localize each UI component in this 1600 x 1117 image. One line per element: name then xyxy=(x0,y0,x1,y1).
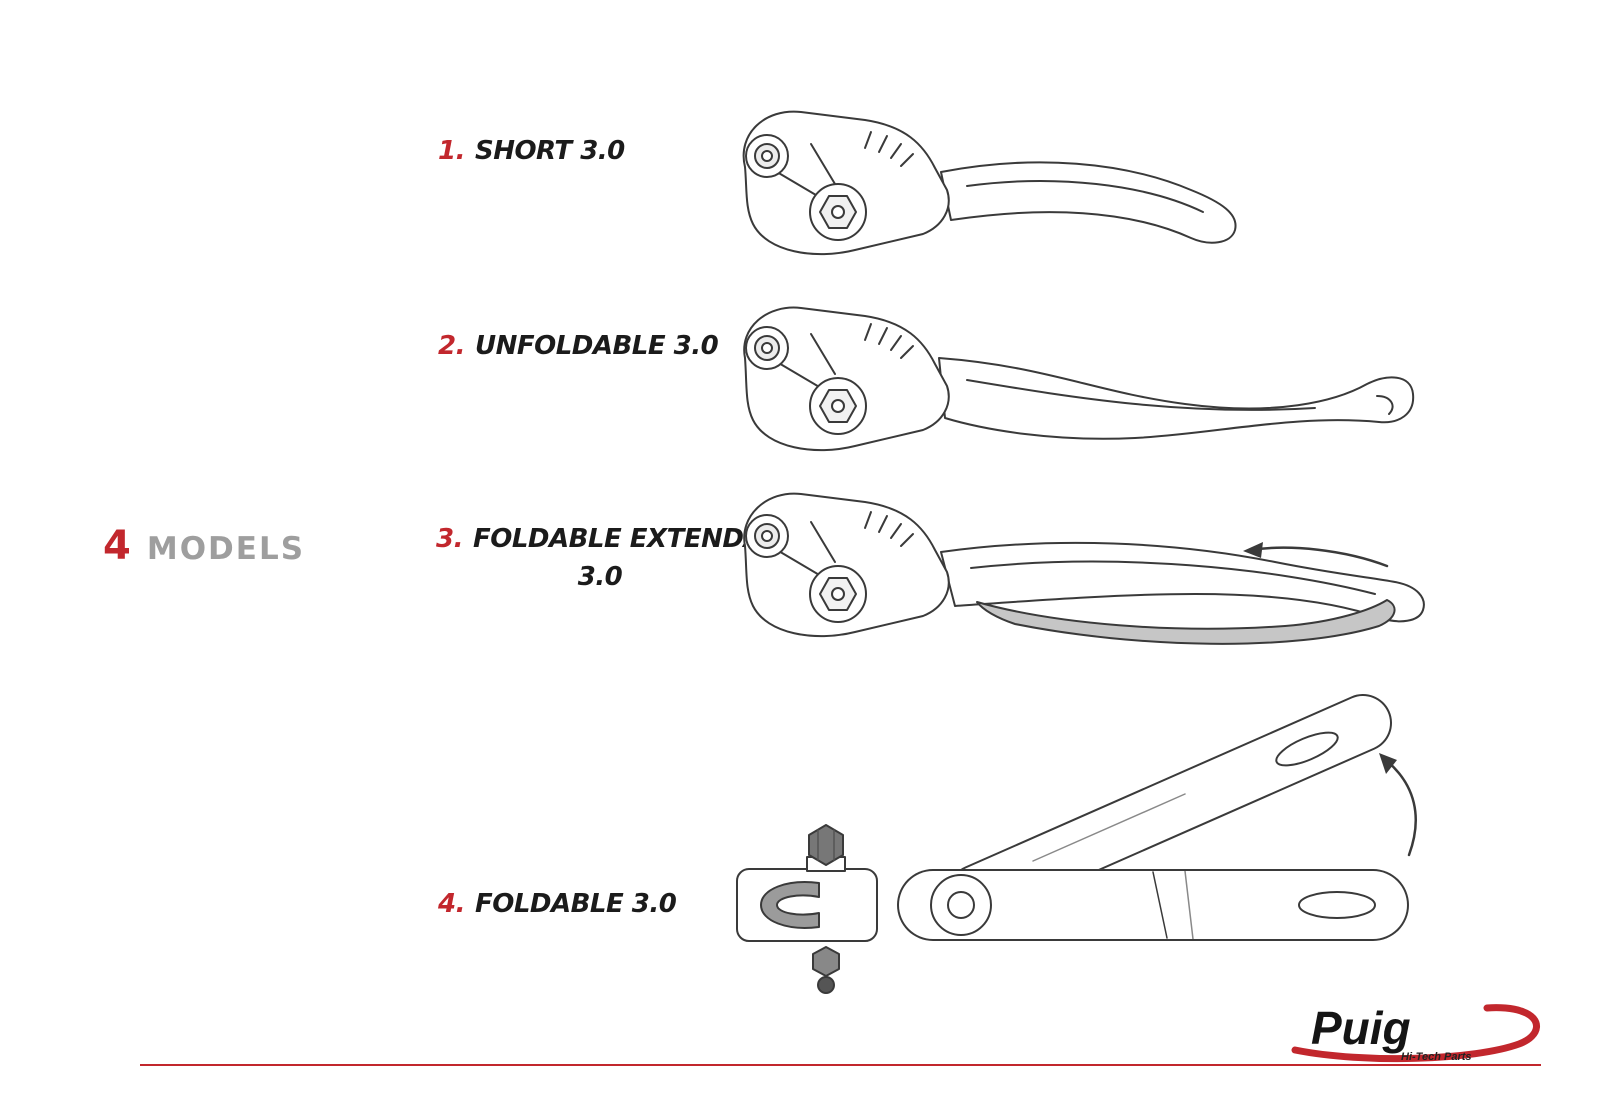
lever-blade xyxy=(938,357,1415,440)
model-number: 1. xyxy=(438,136,465,166)
logo-brand-text: Puig xyxy=(1311,1002,1411,1054)
model-label-short: 1. SHORT 3.0 xyxy=(438,136,625,166)
logo-swoosh xyxy=(1291,1004,1540,1063)
main-arm xyxy=(897,869,1409,941)
model-name-line2: 3.0 xyxy=(577,562,623,592)
lever-blade xyxy=(940,161,1237,244)
model-name: SHORT 3.0 xyxy=(474,136,625,166)
model-name: FOLDABLE 3.0 xyxy=(474,889,677,919)
folded-arm xyxy=(948,694,1392,922)
model-name: UNFOLDABLE 3.0 xyxy=(474,331,719,361)
top-bolt xyxy=(806,824,846,872)
model-label-unfoldable: 2. UNFOLDABLE 3.0 xyxy=(438,331,719,361)
lever-short-illustration xyxy=(742,110,1237,256)
models-heading: 4 MODELS xyxy=(103,523,305,569)
model-label-foldable: 4. FOLDABLE 3.0 xyxy=(438,889,677,919)
model-label-foldable-extendable: 3.FOLDABLE EXTENDABLE 3.0 xyxy=(436,524,816,592)
model-number: 3. xyxy=(436,524,463,554)
puig-logo: Puig Hi-Tech Parts xyxy=(1291,1002,1540,1063)
models-word: MODELS xyxy=(146,531,306,567)
lever-foldable-illustration xyxy=(736,694,1417,994)
fold-direction-arrow xyxy=(1379,753,1417,857)
lever-foldable-extendable-illustration xyxy=(743,492,1425,645)
model-number: 4. xyxy=(438,889,465,919)
extend-direction-arrow xyxy=(1243,542,1389,568)
extendable-insert xyxy=(976,599,1396,645)
models-count: 4 xyxy=(103,523,131,569)
bottom-bolt xyxy=(812,946,840,994)
logo-tagline-text: Hi-Tech Parts xyxy=(1401,1051,1472,1063)
model-number: 2. xyxy=(438,331,465,361)
lever-unfoldable-illustration xyxy=(743,306,1415,452)
lever-body xyxy=(742,110,950,256)
clevis-mount xyxy=(736,868,878,942)
footer-rule xyxy=(140,1064,1541,1066)
